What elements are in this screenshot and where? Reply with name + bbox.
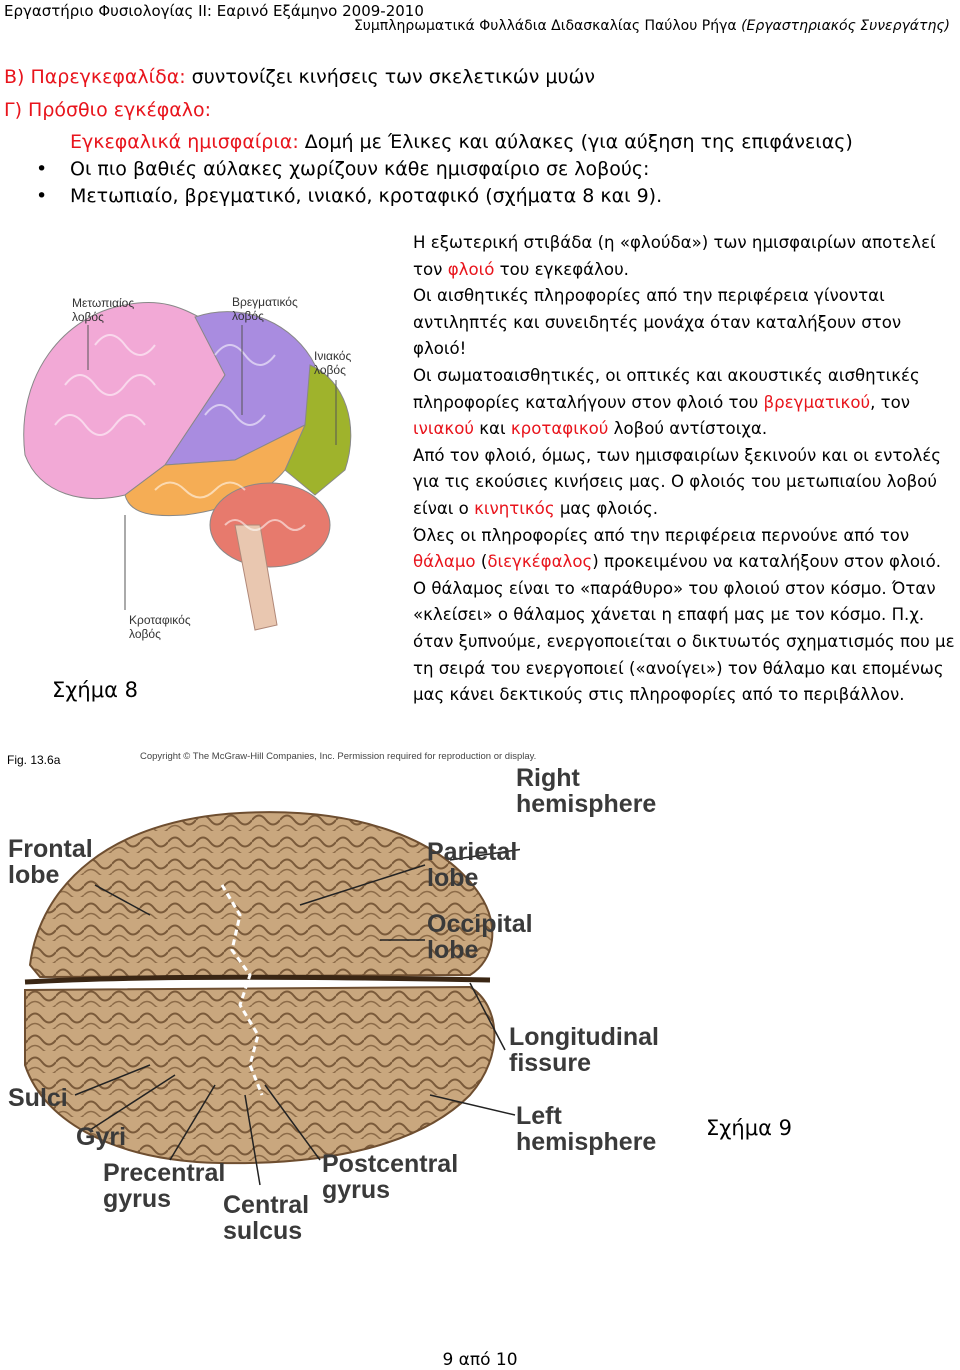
gyri-texture bbox=[54, 334, 306, 531]
figure-8-caption: Σχήμα 8 bbox=[52, 678, 138, 702]
paragraph-sensory: Οι αισθητικές πληροφορίες από την περιφέ… bbox=[413, 286, 902, 359]
left-hemisphere bbox=[24, 985, 496, 1165]
figure-9-brain-diagram bbox=[24, 811, 520, 1186]
label-leader-lines bbox=[87, 325, 337, 610]
header-right-main: Συμπληρωματικά Φυλλάδια Διδασκαλίας Παύλ… bbox=[353, 18, 737, 34]
label-gyri: Gyri bbox=[76, 1123, 127, 1151]
brainstem-region bbox=[234, 524, 278, 631]
paragraph-motor: Από τον φλοιό, όμως, των ημισφαιρίων ξεκ… bbox=[413, 445, 942, 518]
copyright-notice: Copyright © The McGraw-Hill Companies, I… bbox=[140, 751, 537, 762]
body-text: Η εξωτερική στιβάδα (η «φλούδα») των ημι… bbox=[413, 230, 958, 709]
figure-8-brain-diagram bbox=[23, 302, 352, 631]
figure-9-caption: Σχήμα 9 bbox=[706, 1116, 792, 1140]
right-hemisphere bbox=[28, 811, 494, 979]
bullet-1: Οι πιο βαθιές αύλακες χωρίζουν κάθε ημισ… bbox=[36, 158, 649, 180]
figure-9-leader-lines bbox=[74, 848, 520, 1186]
header-left: Εργαστήριο Φυσιολογίας ΙΙ: Εαρινό Εξάμην… bbox=[4, 2, 424, 20]
hemispheres-line: Εγκεφαλικά ημισφαίρια: Δομή με Έλικες κα… bbox=[70, 131, 853, 153]
hemispheres-text: Δομή με Έλικες και αύλακες (για αύξηση τ… bbox=[298, 131, 853, 153]
label-sulci: Sulci bbox=[8, 1084, 68, 1112]
bullet-2: Μετωπιαίο, βρεγματικό, ινιακό, κροταφικό… bbox=[36, 185, 662, 207]
header-right-italic: (Εργαστηριακός Συνεργάτης) bbox=[741, 18, 950, 34]
section-b: Β) Παρεγκεφαλίδα: συντονίζει κινήσεις τω… bbox=[4, 66, 595, 88]
paragraph-thalamus: Όλες οι πληροφορίες από την περιφέρεια π… bbox=[413, 525, 955, 705]
temporal-lobe-region bbox=[124, 423, 307, 517]
section-b-text: συντονίζει κινήσεις των σκελετικών μυών bbox=[185, 66, 595, 88]
paragraph-cortex: Η εξωτερική στιβάδα (η «φλούδα») των ημι… bbox=[413, 233, 936, 279]
central-sulcus-line bbox=[220, 884, 264, 1096]
section-b-title: Β) Παρεγκεφαλίδα: bbox=[4, 66, 186, 88]
page-number: 9 από 10 bbox=[442, 1350, 518, 1370]
figure-9-label: Fig. 13.6a bbox=[7, 753, 61, 767]
hemispheres-title: Εγκεφαλικά ημισφαίρια: bbox=[70, 131, 299, 153]
paragraph-lobes: Οι σωματοαισθητικές, οι οπτικές και ακου… bbox=[413, 365, 920, 439]
cerebellum-region bbox=[209, 482, 331, 568]
header-right: Συμπληρωματικά Φυλλάδια Διδασκαλίας Παύλ… bbox=[354, 18, 950, 34]
section-g-title: Γ) Πρόσθιο εγκέφαλο: bbox=[4, 99, 212, 121]
occipital-lobe-region bbox=[284, 364, 352, 496]
longitudinal-fissure bbox=[24, 974, 491, 985]
